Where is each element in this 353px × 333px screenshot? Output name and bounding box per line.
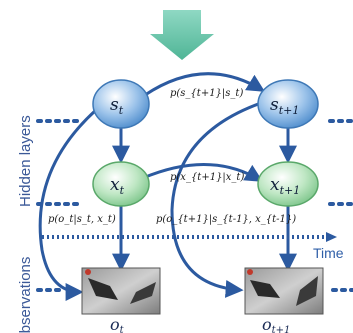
svg-text:xt: xt [110, 175, 125, 197]
node-s-t1: st+1 [257, 79, 319, 129]
prob-x-transition: p(x_{t+1}|x_t) [170, 172, 244, 183]
time-axis-arrowhead [326, 232, 337, 242]
observation-image-t [81, 267, 161, 315]
edge-s-t-to-s-t1 [144, 72, 266, 97]
edge-s-t1-to-o-t1 [170, 98, 271, 298]
node-s-t: st [92, 79, 150, 129]
svg-text:st: st [110, 95, 124, 117]
observations-label: Observations [17, 257, 34, 333]
hidden-layers-label: Hidden layers [17, 115, 34, 207]
prob-obs-t: p(o_t|s_t, x_t) [48, 214, 116, 225]
svg-text:xt+1: xt+1 [270, 175, 300, 197]
node-x-t: xt [92, 161, 150, 207]
prob-s-transition: p(s_{t+1}|s_t) [170, 88, 243, 99]
node-x-t1: xt+1 [257, 161, 319, 207]
down-arrow-icon [150, 10, 214, 60]
observation-image-t1 [244, 267, 324, 315]
obs-label-t: ot [110, 315, 125, 333]
edge-x-t-to-x-t1 [142, 163, 264, 182]
obs-label-t1: ot+1 [262, 315, 290, 333]
prob-obs-t1: p(o_{t+1}|s_{t-1}, x_{t-1}) [156, 214, 296, 225]
time-label: Time [313, 245, 344, 261]
svg-text:st+1: st+1 [270, 95, 299, 117]
edge-s-t-to-o-t [38, 108, 98, 301]
